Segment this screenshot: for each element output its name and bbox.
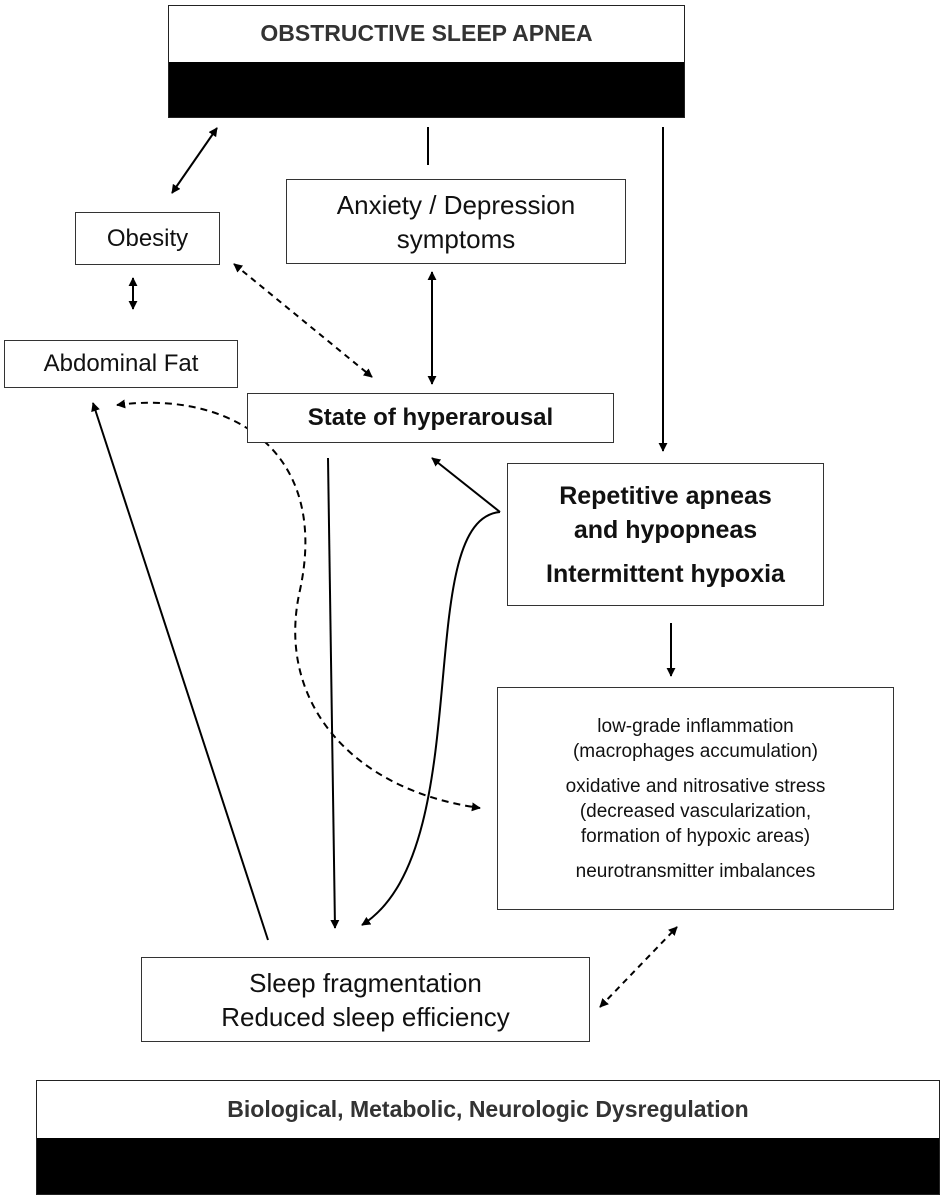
osa-header-box: OBSTRUCTIVE SLEEP APNEA [168, 5, 685, 118]
mechanisms-line-6: neurotransmitter imbalances [575, 860, 816, 882]
edge-apneas-sleep-fragmentation [361, 511, 501, 926]
edge-osa-obesity [171, 127, 218, 194]
edge-hyperarousal-sleep-fragmentation [327, 457, 340, 929]
anxiety-line-2: symptoms [396, 223, 516, 254]
dysregulation-title: Biological, Metabolic, Neurologic Dysreg… [227, 1095, 749, 1122]
abdominal-fat-box: Abdominal Fat [4, 340, 238, 388]
obesity-label: Obesity [106, 224, 189, 252]
apneas-line-1: Repetitive apneas [559, 481, 772, 510]
edge-apneas-hyperarousal [431, 457, 501, 513]
mechanisms-line-5: formation of hypoxic areas) [580, 825, 811, 847]
edge-mechanisms-sleep-fragmentation [599, 926, 678, 1008]
mechanisms-line-3: oxidative and nitrosative stress [565, 775, 826, 797]
mechanisms-box: low-grade inflammation (macrophages accu… [497, 687, 894, 910]
hyperarousal-box: State of hyperarousal [247, 393, 614, 443]
apneas-line-3: Intermittent hypoxia [546, 559, 785, 588]
hyperarousal-label: State of hyperarousal [307, 404, 554, 431]
osa-title: OBSTRUCTIVE SLEEP APNEA [260, 20, 593, 47]
sleep-frag-line-2: Reduced sleep efficiency [221, 1001, 510, 1032]
edge-obesity-hyperarousal [233, 263, 373, 378]
sleep-fragmentation-box: Sleep fragmentation Reduced sleep effici… [141, 957, 590, 1042]
obesity-box: Obesity [75, 212, 220, 265]
dysregulation-footer-bar [37, 1137, 939, 1194]
mechanisms-line-1: low-grade inflammation [597, 715, 794, 737]
mechanisms-line-4: (decreased vascularization, [579, 800, 812, 822]
osa-header-bar [169, 61, 684, 117]
abdominal-fat-label: Abdominal Fat [43, 350, 199, 377]
apneas-line-2: and hypopneas [573, 515, 758, 544]
sleep-frag-line-1: Sleep fragmentation [249, 967, 482, 998]
mechanisms-line-2: (macrophages accumulation) [572, 740, 818, 762]
edge-sleep-fragmentation-abdominal-fat [91, 402, 269, 941]
repetitive-apneas-box: Repetitive apneas and hypopneas Intermit… [507, 463, 824, 606]
anxiety-depression-box: Anxiety / Depression symptoms [286, 179, 626, 264]
dysregulation-footer-box: Biological, Metabolic, Neurologic Dysreg… [36, 1080, 940, 1195]
anxiety-line-1: Anxiety / Depression [336, 189, 576, 220]
edge-abdominal-fat-mechanisms [116, 399, 481, 812]
